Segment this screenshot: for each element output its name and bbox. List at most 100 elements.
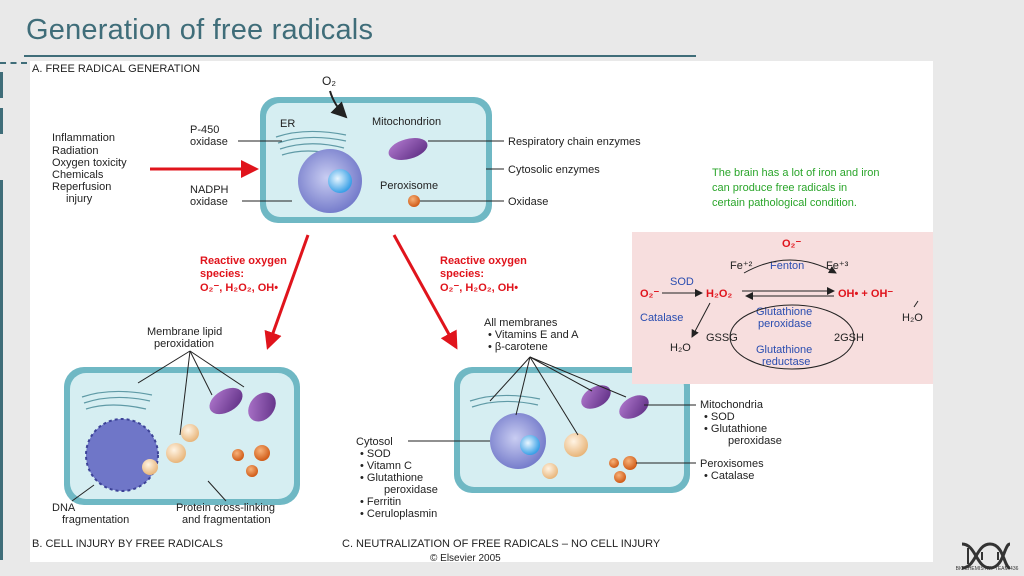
injured-peroxisome [232, 449, 244, 461]
nadph-label-2: oxidase [190, 196, 228, 208]
o2-label: O₂ [322, 74, 336, 88]
o2-arrow [329, 90, 348, 119]
lipid-label-2: peroxidation [154, 338, 214, 350]
cytosol-1: • SOD [360, 448, 391, 460]
catalase-label: Catalase [640, 312, 683, 324]
cytosolic-label: Cytosolic enzymes [508, 164, 600, 176]
left-bar-segment [0, 180, 3, 560]
arrow-to-injury [264, 234, 310, 350]
gpx-2: peroxidase [758, 318, 812, 330]
dna-label-1: DNA [52, 502, 76, 514]
gpx-1: Glutathione [756, 306, 812, 318]
membranes-1: • Vitamins E and A [488, 329, 579, 341]
membranes-list: All membranes • Vitamins E and A • β-car… [484, 317, 579, 353]
dna-leader [71, 484, 95, 502]
dna-label-2: fragmentation [62, 514, 129, 526]
protein-leader [207, 480, 227, 502]
title-underline [24, 55, 696, 57]
injured-vacuole [181, 424, 199, 442]
resp-label: Respiratory chain enzymes [508, 136, 641, 148]
protected-nucleus [490, 413, 546, 469]
dna-logo-icon [961, 542, 1011, 570]
protected-peroxisome [614, 471, 626, 483]
cytosol-2: • Vitamn C [360, 460, 412, 472]
protected-mitochondrion-2 [619, 395, 649, 419]
ros-right: Reactive oxygen species: O₂⁻, H₂O₂, OH• [440, 255, 527, 294]
arrow-to-neutralization [392, 234, 458, 350]
brain-iron-note: The brain has a lot of iron and iron can… [712, 167, 880, 209]
fenton-h2o-left: H₂O [670, 342, 691, 354]
fenton-h2o2: H₂O₂ [706, 288, 732, 300]
protein-label-1: Protein cross-linking [176, 502, 275, 514]
protein-label-2: and fragmentation [182, 514, 271, 526]
glutathione-cycle [729, 304, 855, 370]
injured-peroxisome [254, 445, 270, 461]
peroxisome-label: Peroxisome [380, 180, 438, 192]
causes-list: Inflammation Radiation Oxygen toxicity C… [52, 132, 127, 205]
fenton-label: Fenton [770, 260, 804, 272]
top-mitochondrion [388, 138, 428, 160]
ros-left-3: O₂⁻, H₂O₂, OH• [200, 282, 278, 294]
ros-left: Reactive oxygen species: O₂⁻, H₂O₂, OH• [200, 255, 287, 294]
er-membranes [275, 130, 347, 156]
p450-label: P-450 [190, 124, 219, 136]
cytosol-list: Cytosol • SOD • Vitamn C • Glutathione p… [356, 436, 438, 520]
ros-left-1: Reactive oxygen [200, 255, 287, 267]
fenton-fe2: Fe⁺² [730, 260, 753, 272]
logo-text: BIOCHEMISTRY TEAM 436 [955, 566, 1019, 572]
fenton-diagram: O₂⁻ Fe⁺² Fenton Fe⁺³ SOD O₂⁻ H₂O₂ OH• + … [640, 238, 923, 370]
gssg-label: GSSG [706, 332, 738, 344]
injured-mitochondrion-1 [209, 387, 243, 415]
injured-vacuole [166, 443, 186, 463]
mito-0: Mitochondria [700, 399, 764, 411]
catalase-arrow [691, 302, 711, 338]
cause-injury: injury [66, 193, 93, 205]
cause-radiation: Radiation [52, 145, 98, 157]
panel-a-heading: A. FREE RADICAL GENERATION [32, 63, 200, 75]
mitochondrion-label: Mitochondrion [372, 116, 441, 128]
ros-right-3: O₂⁻, H₂O₂, OH• [440, 282, 518, 294]
oh-h2o-leader [913, 300, 919, 308]
cause-reperfusion: Reperfusion [52, 181, 111, 193]
gsh-label: 2GSH [834, 332, 864, 344]
p450-label-2: oxidase [190, 136, 228, 148]
injured-er [81, 390, 153, 410]
slide-title: Generation of free radicals [26, 14, 374, 46]
cytosol-5: • Ferritin [360, 496, 401, 508]
protected-peroxisome [623, 456, 637, 470]
protected-vacuole [542, 463, 558, 479]
perox-0: Peroxisomes [700, 458, 764, 470]
protected-nucleolus [520, 435, 540, 455]
injured-mitochondrion-2 [248, 392, 276, 422]
mito-3: peroxidase [728, 435, 782, 447]
cytosol-3: • Glutathione [360, 472, 423, 484]
figure-canvas: A. FREE RADICAL GENERATION ER Mitochondr… [32, 63, 933, 562]
cytosol-4: peroxidase [384, 484, 438, 496]
fenton-arc [743, 259, 837, 274]
left-bar-segment [0, 72, 3, 98]
top-peroxisome [408, 195, 420, 207]
protected-vacuole [564, 433, 588, 457]
injured-nucleus [86, 419, 158, 491]
membranes-2: • β-carotene [488, 341, 548, 353]
protected-er [469, 394, 541, 408]
fenton-o2-top: O₂⁻ [782, 238, 801, 250]
protected-mitochondrion-1 [581, 385, 611, 409]
fenton-o2-left: O₂⁻ [640, 288, 659, 300]
nadph-label: NADPH [190, 184, 229, 196]
cause-oxygen-toxicity: Oxygen toxicity [52, 157, 127, 169]
panel-b-heading: B. CELL INJURY BY FREE RADICALS [32, 538, 223, 550]
membranes-leaders [489, 356, 627, 436]
top-nucleolus [328, 169, 352, 193]
mito-1: • SOD [704, 411, 735, 423]
ros-right-2: species: [440, 268, 484, 280]
mito-2: • Glutathione [704, 423, 767, 435]
ros-right-1: Reactive oxygen [440, 255, 527, 267]
perox-list: Peroxisomes • Catalase [700, 458, 764, 482]
oxidase-label: Oxidase [508, 196, 548, 208]
er-label: ER [280, 118, 295, 130]
perox-1: • Catalase [704, 470, 754, 482]
cause-chemicals: Chemicals [52, 169, 104, 181]
cause-inflammation: Inflammation [52, 132, 115, 144]
fenton-fe3: Fe⁺³ [826, 260, 849, 272]
